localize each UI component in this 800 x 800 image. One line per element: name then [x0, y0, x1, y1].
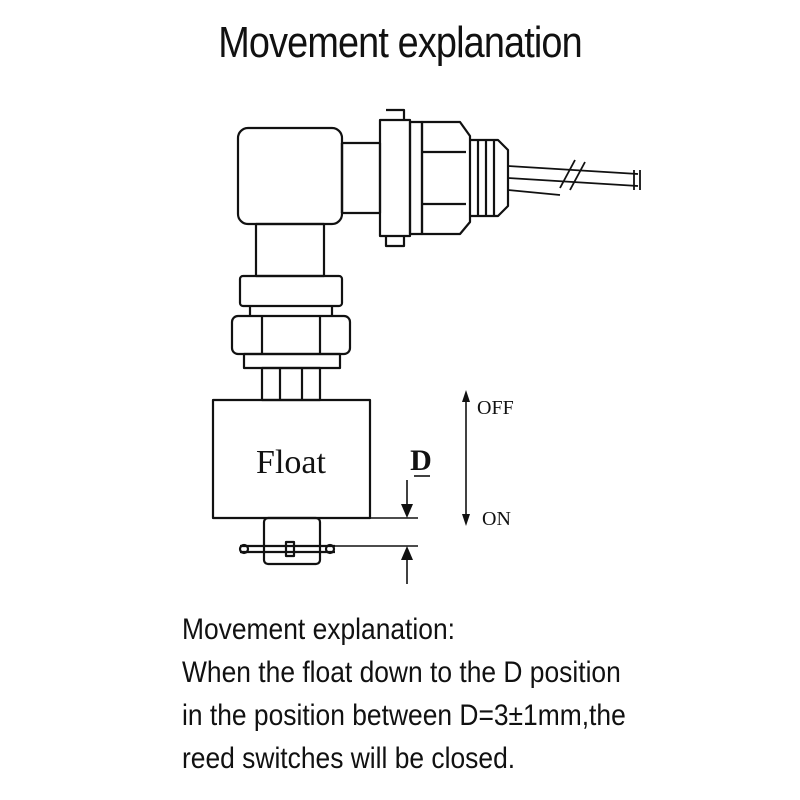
d-dimension: [320, 475, 430, 584]
lead-wires: [507, 159, 641, 196]
retaining-clip: [238, 516, 336, 566]
explanation-line: reed switches will be closed.: [182, 742, 516, 775]
horizontal-nut: [378, 108, 510, 248]
page-title: Movement explanation: [218, 18, 582, 67]
float-label: Float: [256, 444, 326, 481]
on-label: ON: [482, 508, 511, 530]
elbow-housing: [236, 126, 382, 226]
explanation-text: Movement explanation: When the float dow…: [182, 608, 710, 780]
vertical-stem: [230, 222, 352, 402]
explanation-line: When the float down to the D position: [182, 656, 621, 689]
explanation-line: Movement explanation:: [182, 613, 455, 646]
explanation-line: in the position between D=3±1mm,the: [182, 699, 626, 732]
off-label: OFF: [477, 397, 514, 419]
d-label: D: [410, 444, 432, 477]
float-switch-diagram: Float D OFF ON: [211, 108, 641, 584]
